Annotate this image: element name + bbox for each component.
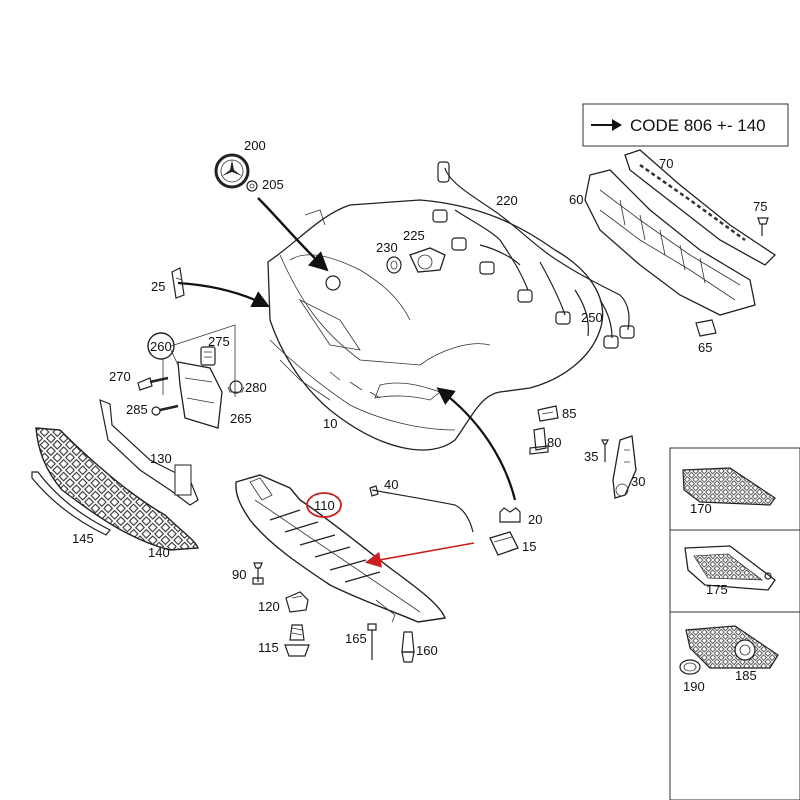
part-230-sensor-ring[interactable]	[386, 256, 402, 274]
label-145: 145	[72, 531, 94, 546]
part-65-cap[interactable]	[695, 319, 717, 337]
part-270-screw[interactable]	[137, 376, 169, 391]
part-60-impact-absorber[interactable]	[584, 169, 756, 316]
label-280: 280	[245, 380, 267, 395]
part-165-pin[interactable]	[367, 623, 377, 660]
label-200: 200	[244, 138, 266, 153]
label-60: 60	[569, 192, 583, 207]
label-120: 120	[258, 599, 280, 614]
label-20: 20	[528, 512, 542, 527]
label-30: 30	[631, 474, 645, 489]
connector-icon	[619, 325, 635, 339]
label-35: 35	[584, 449, 598, 464]
label-260: 260	[150, 339, 172, 354]
label-220: 220	[496, 193, 518, 208]
pointer-arrow	[177, 281, 270, 307]
part-265-license-bracket[interactable]	[177, 361, 223, 429]
label-70: 70	[659, 156, 673, 171]
label-25: 25	[151, 279, 165, 294]
label-165: 165	[345, 631, 367, 646]
part-285-screw[interactable]	[151, 404, 179, 416]
label-40: 40	[384, 477, 398, 492]
part-90-screw[interactable]	[252, 562, 264, 585]
part-80-bolt[interactable]	[529, 427, 549, 455]
label-110: 110	[314, 498, 335, 513]
part-70-upper-bracket[interactable]	[624, 149, 777, 266]
pointer-arrow	[436, 387, 517, 501]
label-10: 10	[323, 416, 337, 431]
part-190-ring[interactable]	[679, 659, 701, 675]
part-225-sensor[interactable]	[409, 247, 446, 273]
label-270: 270	[109, 369, 131, 384]
label-90: 90	[232, 567, 246, 582]
label-250: 250	[581, 310, 603, 325]
connector-icon	[437, 161, 450, 183]
part-120-clip[interactable]	[285, 591, 309, 613]
label-230: 230	[376, 240, 398, 255]
part-145-chrome-strip[interactable]	[31, 471, 111, 536]
part-140-lower-grille[interactable]	[35, 427, 199, 551]
part-40-trim-strip[interactable]	[369, 485, 474, 533]
label-65: 65	[698, 340, 712, 355]
label-115: 115	[258, 640, 279, 655]
code-box: CODE 806 +- 140	[582, 103, 789, 147]
part-15-tow-cap[interactable]	[489, 531, 519, 556]
label-170: 170	[690, 501, 712, 516]
part-110-air-duct[interactable]	[235, 474, 446, 623]
highlight-circle	[306, 492, 342, 518]
part-75-screw[interactable]	[757, 217, 769, 236]
code-text: CODE 806 +- 140	[630, 116, 766, 135]
part-labels: 200 205 220 225 230 250 70 60 75 65 25 2…	[72, 138, 767, 694]
label-185: 185	[735, 668, 757, 683]
part-175-fog-trim[interactable]	[684, 545, 776, 591]
part-220-wiring-harness[interactable]	[432, 161, 635, 349]
label-205: 205	[262, 177, 284, 192]
label-80: 80	[547, 435, 561, 450]
label-285: 285	[126, 402, 148, 417]
connector-icon	[451, 237, 467, 251]
label-225: 225	[403, 228, 425, 243]
highlight-arrow	[364, 542, 475, 568]
part-160-clip[interactable]	[401, 631, 415, 663]
part-30-side-bracket[interactable]	[612, 435, 637, 499]
part-185-fog-cover[interactable]	[685, 625, 779, 669]
part-130-trim-strip[interactable]	[99, 399, 199, 506]
part-35-screw[interactable]	[601, 439, 609, 462]
label-130: 130	[150, 451, 172, 466]
part-280-grommet[interactable]	[227, 380, 245, 394]
label-75: 75	[753, 199, 767, 214]
label-160: 160	[416, 643, 438, 658]
arrow-right-icon	[591, 119, 622, 131]
part-25-bracket[interactable]	[171, 267, 185, 299]
part-275-clip[interactable]	[200, 346, 216, 366]
part-85-clip[interactable]	[537, 405, 559, 422]
connector-icon	[432, 209, 448, 223]
label-175: 175	[706, 582, 728, 597]
part-20-clip[interactable]	[499, 507, 521, 523]
label-15: 15	[522, 539, 536, 554]
panel-frame	[669, 447, 800, 800]
part-115-bolt[interactable]	[284, 624, 310, 657]
variant-panels	[669, 447, 800, 800]
label-190: 190	[683, 679, 705, 694]
label-85: 85	[562, 406, 576, 421]
part-10-bumper-cover[interactable]	[267, 199, 604, 451]
connector-icon	[555, 311, 571, 325]
label-265: 265	[230, 411, 252, 426]
pointer-arrow	[257, 197, 329, 272]
label-275: 275	[208, 334, 230, 349]
part-170-grille-insert[interactable]	[682, 467, 776, 506]
connector-icon	[517, 289, 533, 303]
part-205-clip[interactable]	[246, 180, 258, 192]
connector-icon	[479, 261, 495, 275]
part-200-emblem[interactable]	[214, 153, 250, 189]
label-140: 140	[148, 545, 170, 560]
connector-icon	[603, 335, 619, 349]
